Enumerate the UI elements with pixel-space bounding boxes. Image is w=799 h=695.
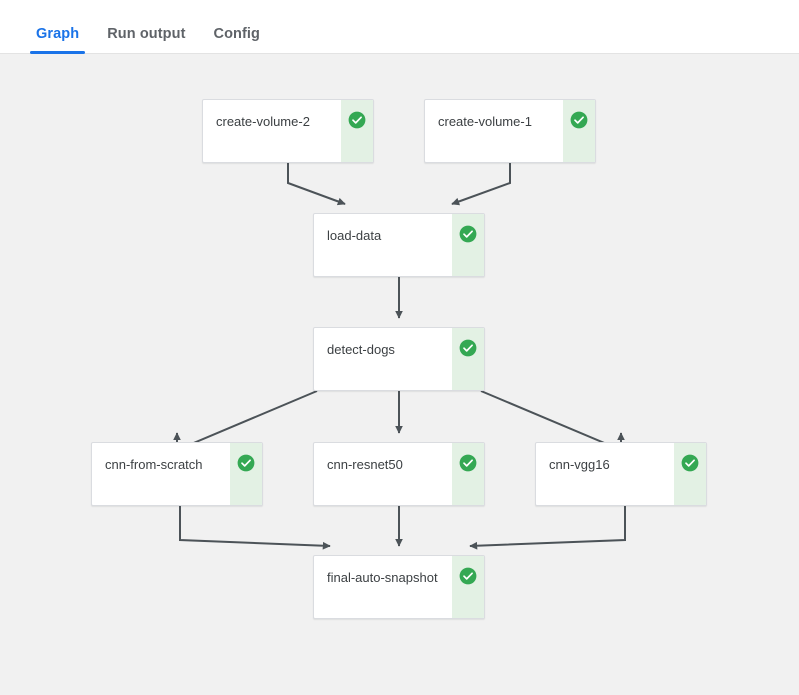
node-status-strip [230, 443, 262, 505]
check-circle-icon [459, 225, 477, 243]
graph-edge [287, 163, 346, 206]
check-circle-icon [459, 454, 477, 472]
node-label: cnn-vgg16 [549, 457, 610, 472]
node-label: create-volume-1 [438, 114, 532, 129]
node-status-strip [563, 100, 595, 162]
tab-config[interactable]: Config [200, 26, 275, 53]
graph-canvas[interactable]: create-volume-2 create-volume-1 load-data d… [0, 54, 799, 695]
graph-node-create-volume-1[interactable]: create-volume-1 [424, 99, 596, 163]
graph-node-cnn-resnet50[interactable]: cnn-resnet50 [313, 442, 485, 506]
node-label: create-volume-2 [216, 114, 310, 129]
check-circle-icon [570, 111, 588, 129]
graph-node-cnn-from-scratch[interactable]: cnn-from-scratch [91, 442, 263, 506]
node-status-strip [674, 443, 706, 505]
node-label: detect-dogs [327, 342, 395, 357]
node-status-strip [452, 214, 484, 276]
graph-node-detect-dogs[interactable]: detect-dogs [313, 327, 485, 391]
graph-edges-layer [173, 163, 626, 550]
check-circle-icon [237, 454, 255, 472]
graph-edge [451, 163, 511, 206]
node-status-strip [452, 556, 484, 618]
graph-node-load-data[interactable]: load-data [313, 213, 485, 277]
node-label: load-data [327, 228, 382, 243]
check-circle-icon [459, 339, 477, 357]
check-circle-icon [459, 567, 477, 585]
tab-run-output[interactable]: Run output [93, 26, 199, 53]
node-label: cnn-resnet50 [327, 457, 403, 472]
graph-edge [469, 506, 626, 550]
check-circle-icon [681, 454, 699, 472]
graph-edge [179, 506, 331, 550]
node-status-strip [452, 328, 484, 390]
graph-node-create-volume-2[interactable]: create-volume-2 [202, 99, 374, 163]
active-tab-underline [30, 51, 86, 54]
node-status-strip [452, 443, 484, 505]
node-label: final-auto-snapshot [327, 570, 438, 585]
graph-node-final-auto-snapshot[interactable]: final-auto-snapshot [313, 555, 485, 619]
node-status-strip [341, 100, 373, 162]
check-circle-icon [348, 111, 366, 129]
tab-graph[interactable]: Graph [22, 26, 93, 54]
graph-node-cnn-vgg16[interactable]: cnn-vgg16 [535, 442, 707, 506]
node-label: cnn-from-scratch [105, 457, 203, 472]
